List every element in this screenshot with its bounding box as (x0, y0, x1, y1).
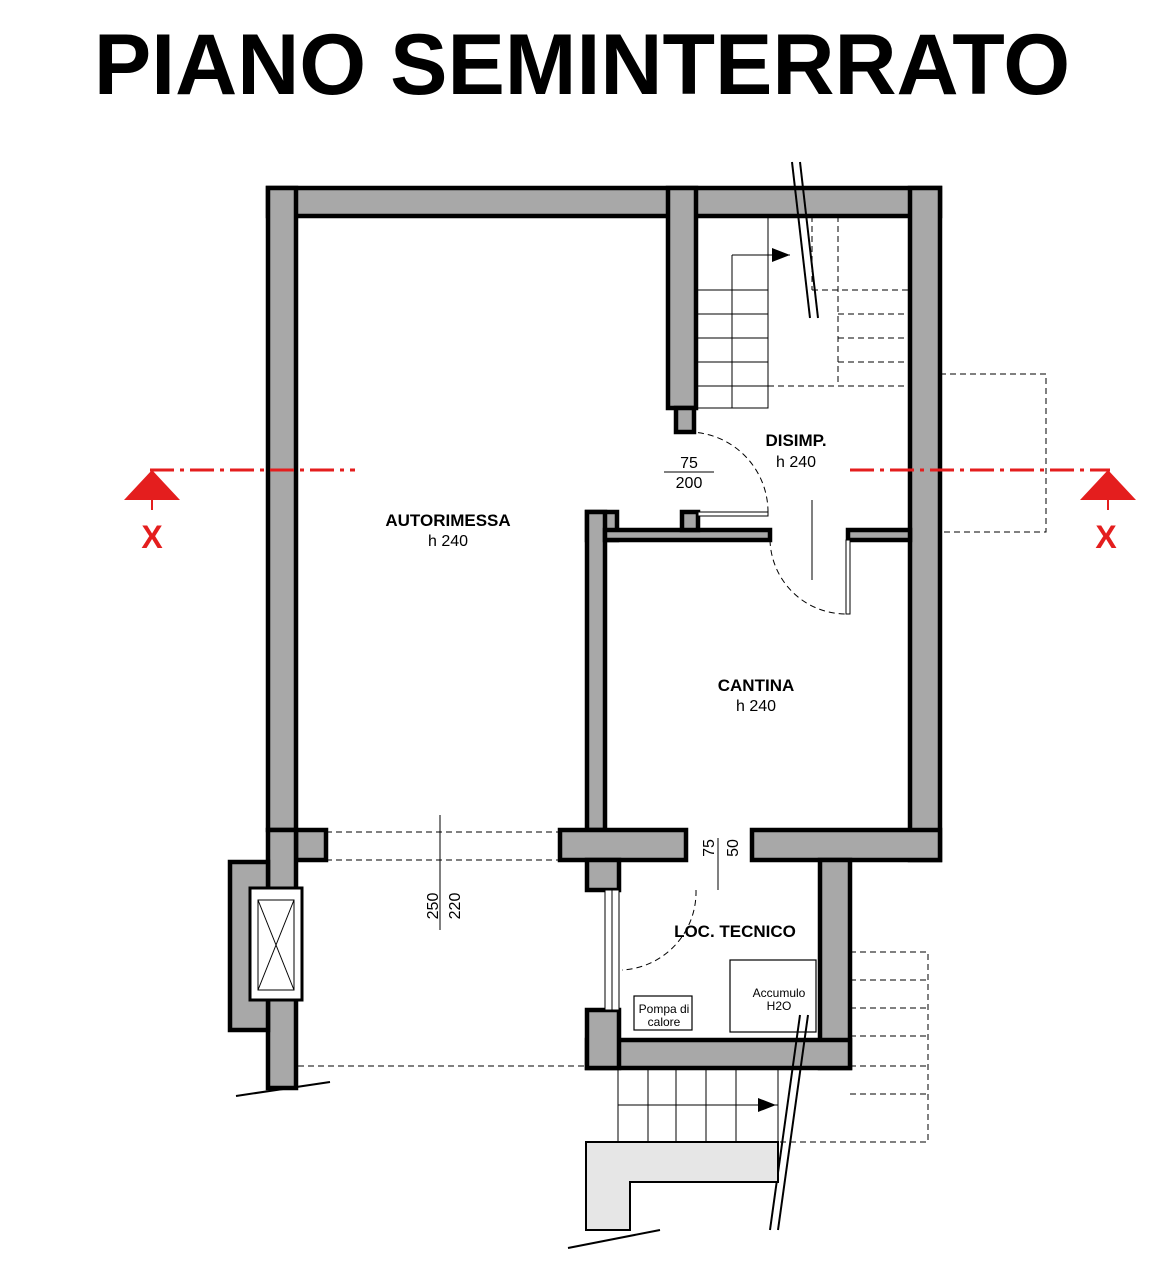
walls (227, 185, 943, 1091)
wall-door-jamb (679, 509, 701, 533)
wall-stair-partition (665, 185, 699, 411)
doors (298, 431, 851, 1067)
section-mark-left: X (141, 519, 163, 555)
section-mark-right: X (1095, 519, 1117, 555)
accumulo-box (729, 959, 817, 1033)
vent-shaft (248, 886, 304, 1002)
wall-garage-jamb (293, 827, 329, 863)
accumulo-label-line1: Accumulo (753, 986, 806, 1000)
wall-tecnico-east (817, 857, 853, 1071)
accumulo-label-line2: H2O (767, 999, 792, 1013)
wall-stair-jamb (673, 405, 697, 435)
pompa-box (633, 995, 693, 1031)
wall-west-upper (265, 185, 299, 833)
wall-cantina-north-right (845, 527, 913, 543)
wall-east (907, 185, 943, 863)
wall-tecnico-southwest (584, 1007, 622, 1071)
room-label-locale-tecnico: LOC. TECNICO (674, 922, 796, 941)
door-disimp-height: 200 (676, 475, 703, 492)
wall-tecnico-south (584, 1037, 853, 1071)
room-height-disimpegno: h 240 (776, 454, 816, 471)
room-label-cantina: CANTINA (718, 676, 795, 695)
page-title: PIANO SEMINTERRATO (94, 17, 1070, 113)
door-disimp-width: 75 (680, 455, 698, 472)
wall-cantina-south-right (749, 827, 943, 863)
door-tecnico-height: 50 (725, 839, 742, 857)
external-stair (235, 951, 929, 1249)
room-label-autorimessa: AUTORIMESSA (385, 511, 510, 530)
section-line: X X (124, 468, 1136, 555)
room-height-autorimessa: h 240 (428, 533, 468, 550)
room-label-disimpegno: DISIMP. (765, 431, 826, 450)
garage-door-width: 250 (425, 893, 442, 920)
pompa-label-line1: Pompa di (639, 1002, 690, 1016)
room-height-cantina: h 240 (736, 698, 776, 715)
garage-door-height: 220 (447, 893, 464, 920)
wall-north (265, 185, 943, 219)
wall-cantina-south-left (557, 827, 689, 863)
staircase (695, 161, 1047, 533)
wall-tecnico-jamb (584, 857, 622, 893)
wall-cantina-west (584, 509, 608, 833)
pompa-label-line2: calore (648, 1015, 681, 1029)
door-tecnico-width: 75 (701, 839, 718, 857)
